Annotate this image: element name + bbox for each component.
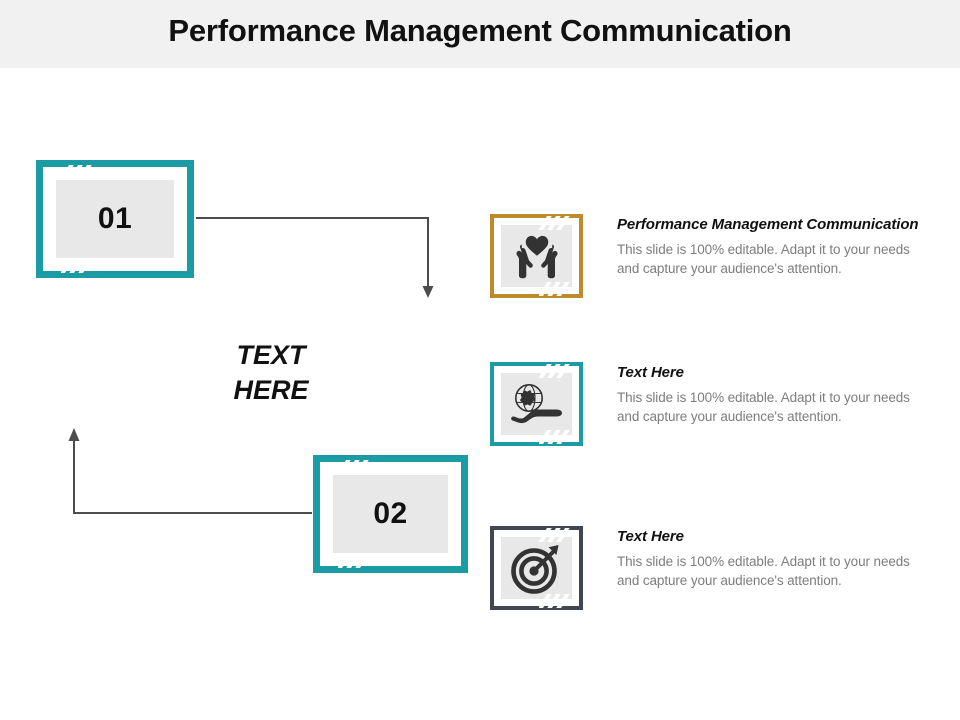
- globe-in-hand-icon: [510, 384, 562, 424]
- icon-frame-inner: [501, 225, 572, 287]
- arrow-step01-to-next: [196, 217, 434, 298]
- feature-body: This slide is 100% editable. Adapt it to…: [617, 241, 910, 277]
- center-label-line2: HERE: [233, 374, 309, 405]
- corner-notch-top-left: [338, 460, 372, 474]
- feature-title: Performance Management Communication: [617, 216, 919, 233]
- corner-notch-bottom-left: [338, 554, 372, 568]
- header-band: [0, 0, 960, 68]
- feature-row[interactable]: Text Here This slide is 100% editable. A…: [490, 526, 930, 630]
- step-number-01: 01: [97, 202, 133, 235]
- icon-frame-target[interactable]: [490, 526, 583, 610]
- center-label-line1: TEXT: [236, 340, 306, 370]
- arrow-step02-to-next: [68, 428, 312, 514]
- feature-body: This slide is 100% editable. Adapt it to…: [617, 389, 910, 425]
- step-box-02[interactable]: 02: [313, 455, 468, 573]
- target-bullseye-arrow-icon: [510, 545, 559, 594]
- page-title: Performance Management Communication: [168, 13, 792, 48]
- icon-frame-inner: [501, 373, 572, 435]
- feature-row[interactable]: Text Here This slide is 100% editable. A…: [490, 362, 930, 466]
- corner-notch-bottom-left: [61, 259, 95, 273]
- feature-title: Text Here: [617, 528, 684, 545]
- feature-text-block: Performance Management Communication Thi…: [617, 214, 929, 279]
- step-number-02: 02: [373, 497, 408, 530]
- feature-body: This slide is 100% editable. Adapt it to…: [617, 553, 910, 589]
- icon-frame-heart-in-hands[interactable]: [490, 214, 583, 298]
- center-placeholder-label: TEXT HERE: [186, 338, 356, 407]
- icon-frame-globe-in-hand[interactable]: [490, 362, 583, 446]
- feature-row[interactable]: Performance Management Communication Thi…: [490, 214, 930, 318]
- step-box-01-inner: 01: [56, 180, 174, 258]
- feature-title: Text Here: [617, 364, 684, 381]
- corner-notch-top-left: [61, 165, 95, 179]
- icon-frame-inner: [501, 537, 572, 599]
- feature-text-block: Text Here This slide is 100% editable. A…: [617, 526, 929, 591]
- step-box-02-inner: 02: [333, 475, 448, 553]
- step-box-01[interactable]: 01: [36, 160, 194, 278]
- feature-text-block: Text Here This slide is 100% editable. A…: [617, 362, 929, 427]
- heart-in-hands-icon: [515, 235, 558, 279]
